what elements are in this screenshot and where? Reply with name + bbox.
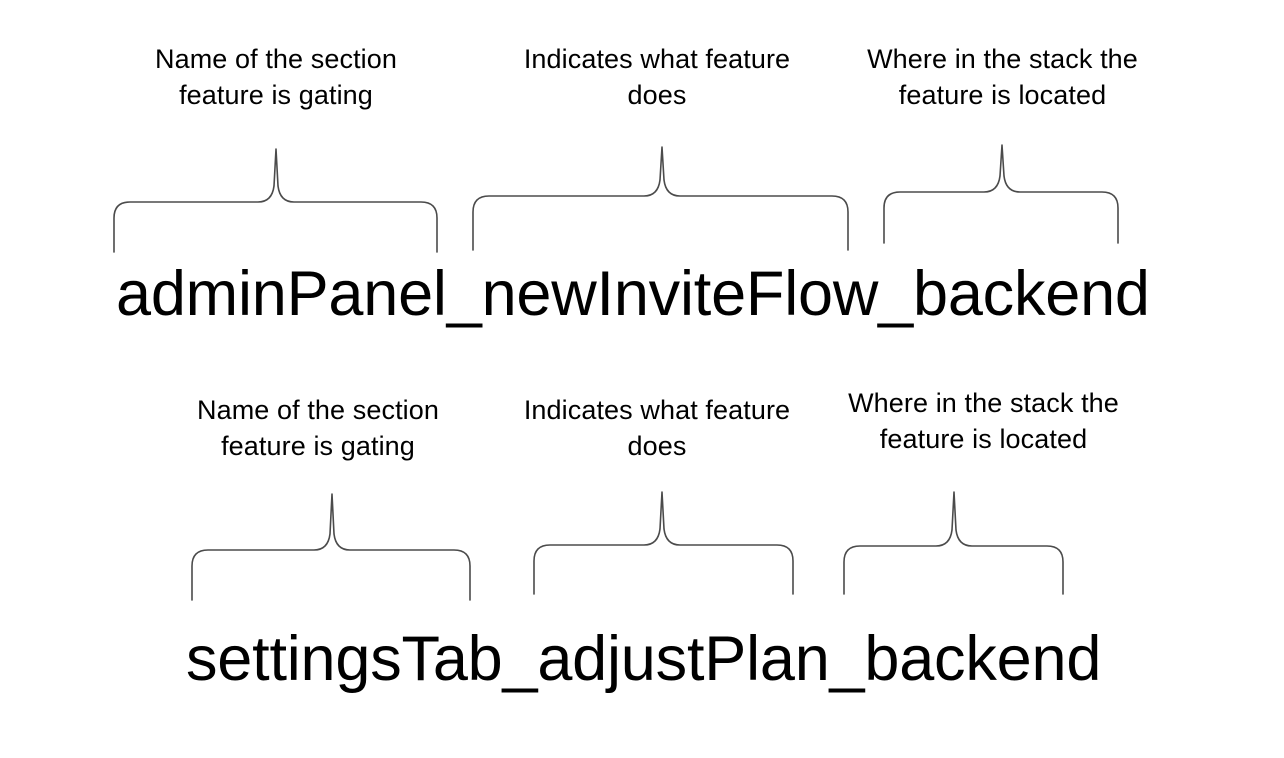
caption-row2-stack: Where in the stack the feature is locate… [848,388,1119,454]
identifier-row2-segment-stack: _backend [829,624,1102,694]
identifier-row1: adminPanel_newInviteFlow_backend [116,263,1150,326]
identifier-row2-segment-section: settingsTab [186,624,503,694]
caption-row1-section: Name of the section feature is gating [154,44,398,110]
caption-row2-section: Name of the section feature is gating [196,395,440,461]
caption-row1-action: Indicates what feature does [523,44,791,110]
brace-row2-section [191,493,471,601]
brace-row1-section [113,148,438,253]
identifier-row1-segment-action: _newInviteFlow [446,259,879,329]
brace-row2-action [533,491,794,595]
identifier-row2: settingsTab_adjustPlan_backend [186,628,1101,691]
caption-row1-stack: Where in the stack the feature is locate… [867,44,1138,110]
brace-row2-stack [843,491,1064,595]
caption-row2-action: Indicates what feature does [523,395,791,461]
identifier-row1-segment-stack: _backend [878,259,1150,329]
brace-row1-stack [883,144,1119,244]
identifier-row2-segment-action: _adjustPlan [502,624,830,694]
brace-row1-action [472,146,849,251]
identifier-row1-segment-section: adminPanel [116,259,447,329]
